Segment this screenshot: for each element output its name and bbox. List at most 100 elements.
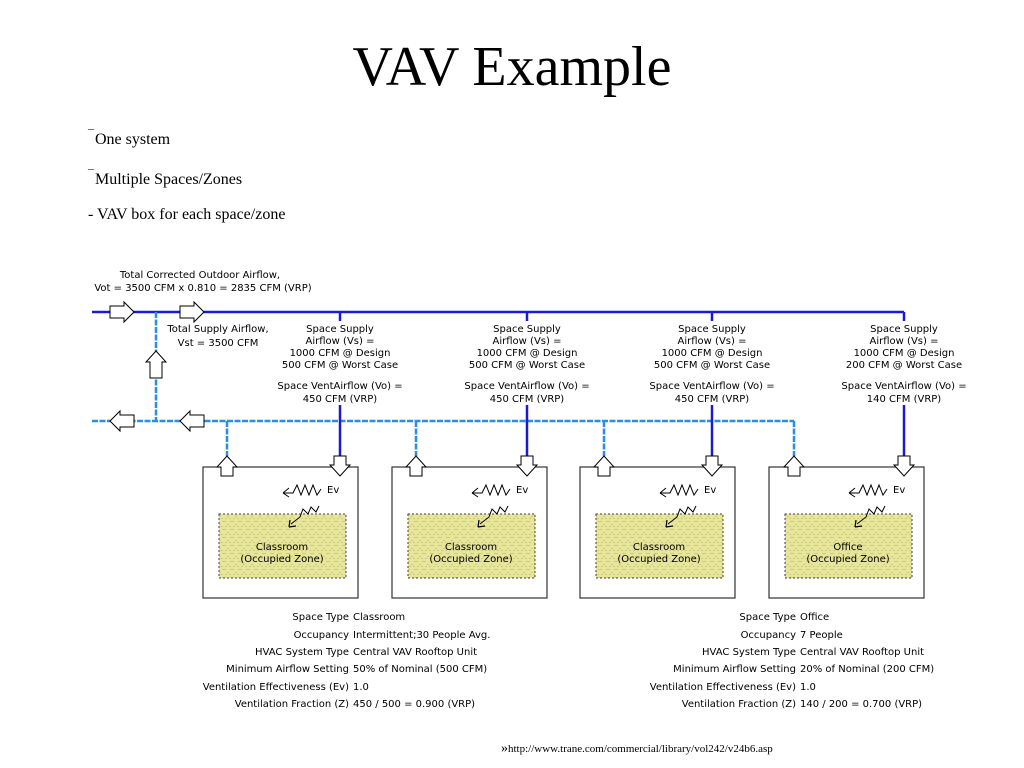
zone-supply-label: Space Supply bbox=[306, 324, 374, 335]
table-row-value: 50% of Nominal (500 CFM) bbox=[353, 664, 487, 675]
air-diffusion-arrowhead bbox=[282, 487, 290, 498]
occupied-zone bbox=[784, 513, 913, 579]
zone-diffusion-zigzag bbox=[479, 505, 509, 525]
zone-supply-label: 1000 CFM @ Design bbox=[477, 348, 578, 359]
return-up-arrow bbox=[782, 455, 806, 477]
supply-airflow-line2: Vst = 3500 CFM bbox=[178, 338, 259, 349]
bullet-text: One system bbox=[95, 131, 171, 148]
table-row-label: Space Type bbox=[739, 612, 796, 623]
bullet-text: Multiple Spaces/Zones bbox=[95, 171, 243, 188]
table-row-value: Central VAV Rooftop Unit bbox=[353, 647, 477, 658]
outdoor-airflow-line2: Vot = 3500 CFM x 0.810 = 2835 CFM (VRP) bbox=[94, 283, 311, 294]
zone-room-name: Classroom bbox=[445, 542, 497, 553]
zone-supply-label: 1000 CFM @ Design bbox=[662, 348, 763, 359]
air-diffusion-arrowhead bbox=[659, 487, 667, 498]
zone-room-name: Classroom bbox=[633, 542, 685, 553]
table-row-value: 1.0 bbox=[800, 682, 816, 693]
table-row-label: Minimum Airflow Setting bbox=[226, 664, 349, 675]
source-marker: » bbox=[501, 741, 508, 756]
table-row-label: Occupancy bbox=[294, 630, 350, 641]
table-row-label: Ventilation Fraction (Z) bbox=[235, 699, 349, 710]
zone-supply-label: 1000 CFM @ Design bbox=[854, 348, 955, 359]
zone-diffusion-zigzag bbox=[667, 505, 697, 525]
table-row-value: 20% of Nominal (200 CFM) bbox=[800, 664, 934, 675]
zone-supply-label: Airflow (Vs) = bbox=[870, 336, 939, 347]
zone-supply-label: 500 CFM @ Worst Case bbox=[469, 360, 585, 371]
supply-down-arrow bbox=[515, 455, 539, 477]
slide-title: VAV Example bbox=[352, 36, 672, 98]
zone-diffusion-zigzag bbox=[290, 505, 320, 525]
zone-supply-label: Airflow (Vs) = bbox=[306, 336, 375, 347]
table-row-label: Space Type bbox=[292, 612, 349, 623]
zone-room-name: Classroom bbox=[256, 542, 308, 553]
table-row-value: 450 / 500 = 0.900 (VRP) bbox=[353, 699, 475, 710]
air-diffusion-arrowhead bbox=[848, 487, 856, 498]
source-citation: »http://www.trane.com/commercial/library… bbox=[501, 741, 773, 757]
zone-vent-label: 450 CFM (VRP) bbox=[675, 394, 750, 405]
zone-diffusion-arrowhead bbox=[854, 519, 863, 528]
outdoor-air-arrow bbox=[109, 300, 135, 324]
zone-supply-label: Space Supply bbox=[870, 324, 938, 335]
return-up-arrow bbox=[215, 455, 239, 477]
supply-airflow-line1: Total Supply Airflow, bbox=[166, 324, 268, 335]
table-row-value: Intermittent;30 People Avg. bbox=[353, 630, 490, 641]
return-air-arrow bbox=[179, 409, 205, 433]
table-row-label: Occupancy bbox=[741, 630, 797, 641]
table-row-value: Office bbox=[800, 612, 829, 623]
return-up-arrow bbox=[404, 455, 428, 477]
table-row-label: Ventilation Fraction (Z) bbox=[682, 699, 796, 710]
zone-vent-label: Space VentAirflow (Vo) = bbox=[841, 381, 966, 392]
table-row-value: 140 / 200 = 0.700 (VRP) bbox=[800, 699, 922, 710]
supply-air-arrow bbox=[179, 300, 205, 324]
zone-vent-label: 140 CFM (VRP) bbox=[867, 394, 942, 405]
table-row-value: Classroom bbox=[353, 612, 405, 623]
zone-room-subtitle: (Occupied Zone) bbox=[429, 554, 512, 565]
zone-supply-label: 200 CFM @ Worst Case bbox=[846, 360, 962, 371]
zone-supply-label: 500 CFM @ Worst Case bbox=[654, 360, 770, 371]
table-row-value: 1.0 bbox=[353, 682, 369, 693]
zone-supply-label: 1000 CFM @ Design bbox=[290, 348, 391, 359]
supply-down-arrow bbox=[700, 455, 724, 477]
zone-supply-label: Airflow (Vs) = bbox=[493, 336, 562, 347]
ev-label: Ev bbox=[704, 485, 716, 496]
air-diffusion-zigzag bbox=[283, 483, 322, 497]
zone-room-subtitle: (Occupied Zone) bbox=[240, 554, 323, 565]
zone-vent-label: Space VentAirflow (Vo) = bbox=[464, 381, 589, 392]
ev-label: Ev bbox=[327, 485, 339, 496]
table-row-label: Ventilation Effectiveness (Ev) bbox=[650, 682, 796, 693]
zone-vent-label: 450 CFM (VRP) bbox=[303, 394, 378, 405]
ev-label: Ev bbox=[893, 485, 905, 496]
air-diffusion-zigzag bbox=[849, 483, 888, 497]
table-row-label: HVAC System Type bbox=[255, 647, 349, 658]
table-row-label: Ventilation Effectiveness (Ev) bbox=[203, 682, 349, 693]
zone-room-name: Office bbox=[833, 542, 862, 553]
zone-diffusion-arrowhead bbox=[477, 519, 486, 528]
zone-supply-label: Airflow (Vs) = bbox=[678, 336, 747, 347]
air-diffusion-zigzag bbox=[660, 483, 699, 497]
zone-room-subtitle: (Occupied Zone) bbox=[806, 554, 889, 565]
exhaust-air-arrow bbox=[109, 409, 135, 433]
air-diffusion-zigzag bbox=[472, 483, 511, 497]
zone-supply-label: 500 CFM @ Worst Case bbox=[282, 360, 398, 371]
zone-diffusion-arrowhead bbox=[665, 519, 674, 528]
zone-room-subtitle: (Occupied Zone) bbox=[617, 554, 700, 565]
bullet-text: - VAV box for each space/zone bbox=[88, 206, 286, 223]
source-url: http://www.trane.com/commercial/library/… bbox=[508, 743, 773, 755]
bullet-one-system: ¯One system bbox=[88, 124, 170, 150]
zone-diffusion-zigzag bbox=[856, 505, 886, 525]
air-diffusion-arrowhead bbox=[471, 487, 479, 498]
zone-vent-label: Space VentAirflow (Vo) = bbox=[649, 381, 774, 392]
zone-vent-label: 450 CFM (VRP) bbox=[490, 394, 565, 405]
return-riser-arrow bbox=[144, 350, 168, 379]
occupied-zone bbox=[595, 513, 724, 579]
supply-down-arrow bbox=[892, 455, 916, 477]
table-row-label: Minimum Airflow Setting bbox=[673, 664, 796, 675]
bullet-marker: ¯ bbox=[88, 127, 94, 141]
